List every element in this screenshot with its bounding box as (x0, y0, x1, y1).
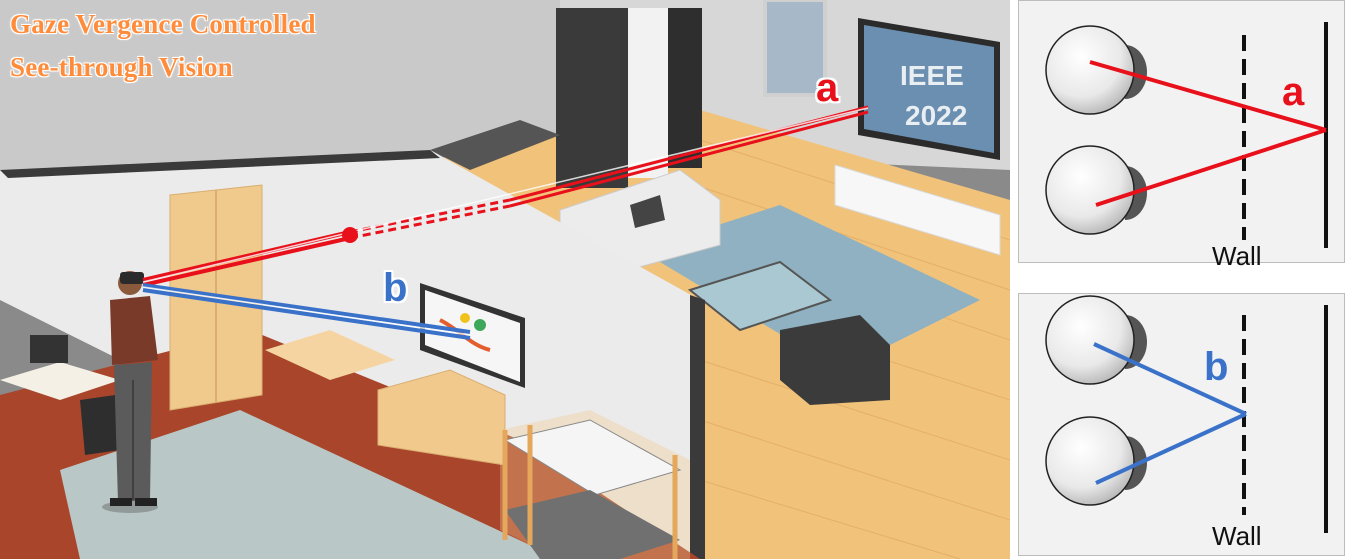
gaze-line-a-upper (1089, 60, 1327, 132)
bunk-bed (500, 410, 690, 559)
far-shelf (430, 120, 560, 170)
bedroom-rug (60, 410, 560, 559)
room-scene-svg: IEEE 2022 (0, 0, 1010, 559)
window (763, 0, 827, 97)
wall-label-a: Wall (1212, 241, 1262, 271)
gaze-ray-a (142, 105, 869, 287)
room-scene-illustration: IEEE 2022 (0, 0, 1010, 559)
gaze-line-b-upper (1093, 342, 1247, 416)
diagram-panel-b: b Wall (1018, 293, 1345, 556)
panel-b-label: b (1204, 345, 1229, 389)
gaze-point-a (342, 227, 358, 243)
panel-a-label: a (1282, 70, 1305, 114)
wall-tv: IEEE 2022 (858, 18, 1000, 160)
diagram-panel-a: a Wall (1018, 0, 1345, 271)
gaze-line-a-lower (1095, 128, 1327, 207)
partition-wall-edge (690, 295, 705, 559)
sofa-cushion (630, 195, 665, 228)
tv-text-1: IEEE (900, 60, 964, 91)
scene-label-a: a (816, 66, 839, 110)
figure-title-line-2: See-through Vision (10, 52, 233, 82)
wardrobe-right (668, 8, 702, 168)
eye-upper-b (1045, 295, 1147, 385)
coffee-table (687, 260, 833, 332)
desk-right (265, 330, 395, 380)
person-wearing-headset (102, 271, 158, 513)
office-chair (80, 395, 120, 455)
partition-wall-top (0, 150, 440, 178)
panel-b-svg (1018, 293, 1345, 556)
wardrobe-dark (556, 8, 628, 188)
figure-title-line-1: Gaze Vergence Controlled (10, 9, 316, 39)
panel-a-svg (1018, 0, 1345, 263)
tv-text-2: 2022 (905, 100, 967, 131)
eye-upper-a (1045, 25, 1147, 115)
tv-cabinet (834, 164, 1001, 256)
gaze-line-b-lower (1095, 412, 1247, 485)
gaze-ray-b (142, 283, 471, 340)
monitor (30, 335, 68, 363)
back-wall-left (0, 0, 560, 170)
wardrobe-white-door (628, 8, 668, 178)
scene-label-b: b (383, 266, 408, 310)
armchair (780, 315, 890, 405)
desk-left (0, 362, 120, 400)
wall-label-b: Wall (1212, 521, 1262, 551)
